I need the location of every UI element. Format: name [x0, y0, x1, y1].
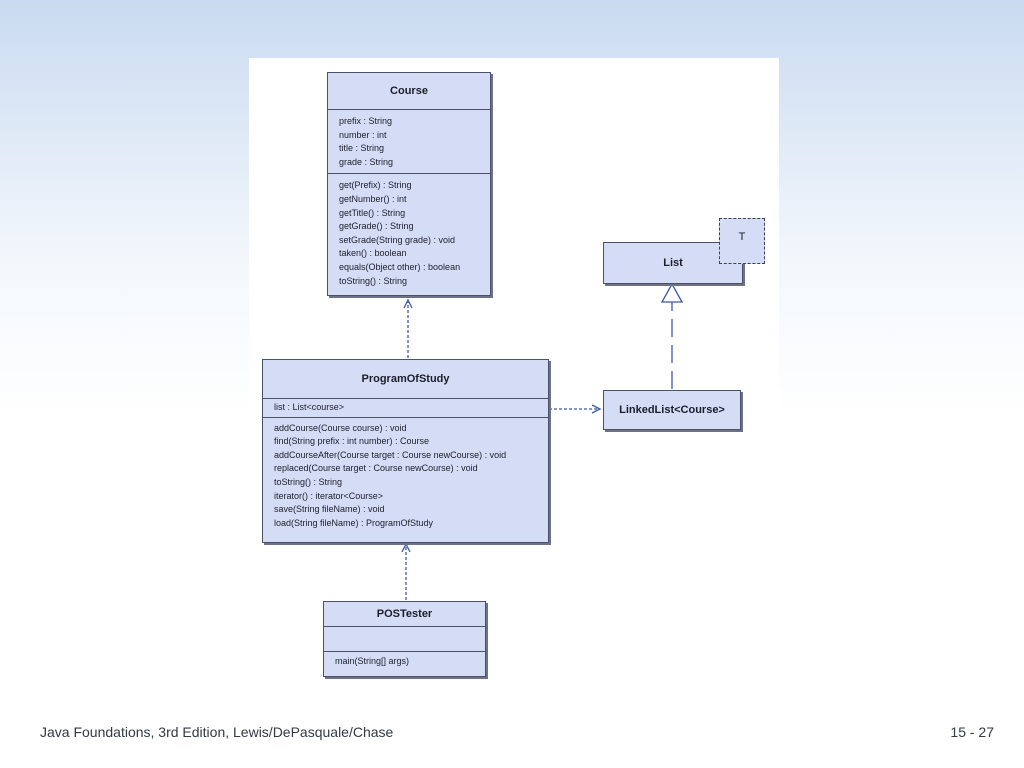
- linked-list-class: LinkedList<Course>: [603, 390, 741, 430]
- course-attributes: prefix : String number : int title : Str…: [328, 110, 490, 175]
- attribute: title : String: [339, 143, 385, 154]
- program-of-study-class: ProgramOfStudy list : List<course> addCo…: [262, 359, 549, 543]
- dependency-arrowhead-pos: [401, 542, 411, 553]
- pos-tester-attributes: [324, 627, 485, 652]
- pos-tester-class: POSTester main(String[] args): [323, 601, 486, 677]
- linked-list-class-name: LinkedList<Course>: [619, 404, 725, 416]
- method: get(Prefix) : String: [339, 180, 412, 191]
- method: load(String fileName) : ProgramOfStudy: [274, 517, 434, 528]
- program-of-study-methods: addCourse(Course course) : void find(Str…: [263, 418, 548, 531]
- pos-tester-class-name: POSTester: [324, 602, 485, 627]
- method: taken() : boolean: [339, 248, 407, 259]
- attribute: number : int: [339, 129, 387, 140]
- method: save(String fileName) : void: [274, 504, 385, 515]
- method: toString() : String: [274, 476, 343, 487]
- course-class-name: Course: [328, 73, 490, 110]
- dependency-arrowhead-linkedlist: [591, 404, 602, 414]
- pos-tester-methods: main(String[] args): [324, 652, 485, 669]
- type-parameter: T: [738, 231, 746, 243]
- program-of-study-attributes: list : List<course>: [263, 399, 548, 418]
- attribute: list : List<course>: [274, 402, 345, 412]
- method: addCourse(Course course) : void: [274, 422, 407, 433]
- method: setGrade(String grade) : void: [339, 234, 456, 245]
- method: equals(Object other) : boolean: [339, 261, 461, 272]
- program-of-study-class-name: ProgramOfStudy: [263, 360, 548, 399]
- course-class: Course prefix : String number : int titl…: [327, 72, 491, 296]
- dependency-arrowhead-course: [403, 298, 413, 309]
- type-parameter-box: T: [719, 218, 765, 264]
- method: getNumber() : int: [339, 193, 407, 204]
- footer-page-number: 15 - 27: [950, 724, 994, 740]
- method: getGrade() : String: [339, 221, 414, 232]
- realization-arrowhead: [660, 282, 684, 303]
- method: iterator() : iterator<Course>: [274, 490, 384, 501]
- attribute: grade : String: [339, 156, 394, 167]
- method: main(String[] args): [335, 656, 410, 666]
- footer-source: Java Foundations, 3rd Edition, Lewis/DeP…: [40, 724, 394, 740]
- method: addCourseAfter(Course target : Course ne…: [274, 449, 507, 460]
- list-class-name: List: [663, 257, 683, 269]
- method: toString() : String: [339, 275, 408, 286]
- method: getTitle() : String: [339, 207, 406, 218]
- attribute: prefix : String: [339, 116, 393, 126]
- method: find(String prefix : int number) : Cours…: [274, 436, 430, 447]
- method: replaced(Course target : Course newCours…: [274, 463, 478, 474]
- course-methods: get(Prefix) : String getNumber() : int g…: [328, 174, 490, 288]
